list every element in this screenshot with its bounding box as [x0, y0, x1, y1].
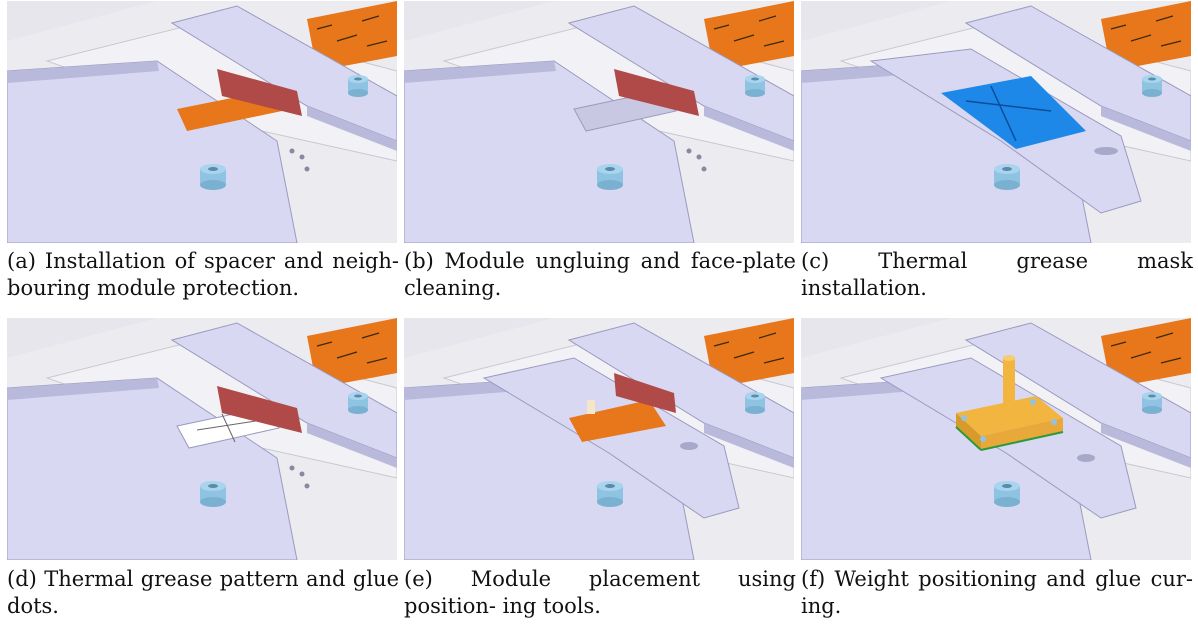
render-f — [801, 318, 1191, 560]
render-a — [7, 1, 397, 243]
caption-a: (a) Installation of spacer and neigh- bo… — [7, 249, 399, 300]
render-e — [404, 318, 794, 560]
caption-c: (c) Thermal grease mask installation. — [801, 249, 1193, 300]
thermal-grease-mask — [941, 76, 1086, 149]
positioning-pin — [587, 400, 595, 414]
panel-f-image — [801, 318, 1191, 560]
panel-b-image — [404, 1, 794, 243]
panel-c-image — [801, 1, 1191, 243]
render-c — [801, 1, 1191, 243]
positioning-tool — [482, 357, 740, 519]
weight-handle — [1003, 358, 1015, 416]
spacer — [217, 69, 302, 116]
panel-d-image — [7, 318, 397, 560]
spacer — [614, 373, 676, 413]
caption-f: (f) Weight positioning and glue cur- ing… — [801, 567, 1193, 618]
spacer — [614, 69, 699, 116]
weight-side-left — [956, 413, 981, 450]
render-d — [7, 318, 397, 560]
spacer — [217, 386, 302, 433]
panel-a-image — [7, 1, 397, 243]
render-b — [404, 1, 794, 243]
caption-b: (b) Module ungluing and face-plate clean… — [404, 249, 796, 300]
caption-d: (d) Thermal grease pattern and glue dots… — [7, 567, 399, 618]
panel-e-image — [404, 318, 794, 560]
pcb-module — [569, 400, 666, 442]
caption-e: (e) Module placement using position- ing… — [404, 567, 796, 618]
weight-side-front — [981, 418, 1063, 450]
